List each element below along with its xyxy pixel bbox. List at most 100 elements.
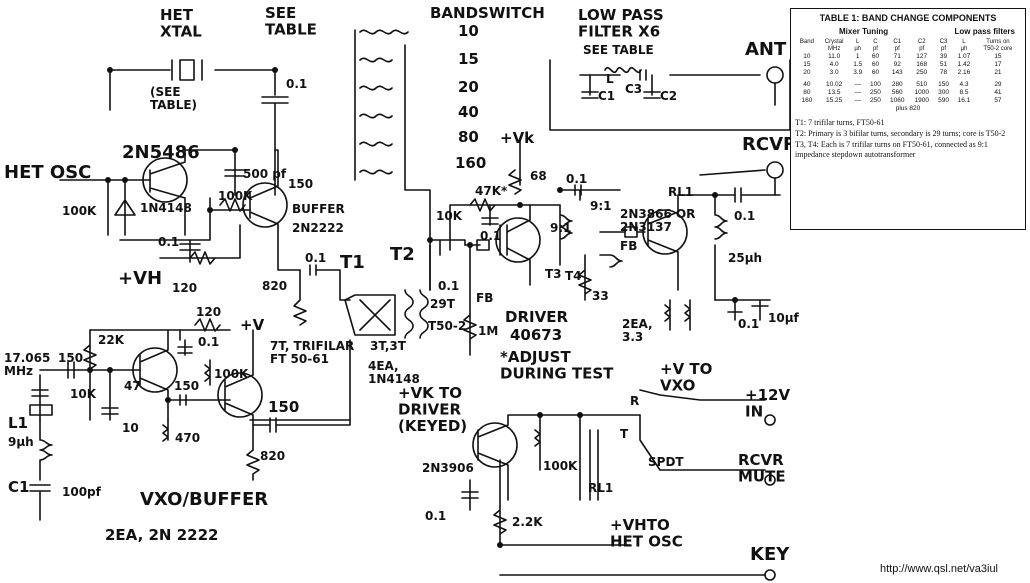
table-cell: 1900	[914, 97, 929, 104]
q-2n3866-symbol	[642, 209, 688, 255]
table-cell: 20	[803, 69, 811, 76]
table-cell: 78	[939, 69, 948, 76]
table-cell: —	[854, 97, 861, 104]
source-credit: http://www.qsl.net/va3iul	[880, 563, 999, 575]
c-150-buf-label: 150	[288, 177, 313, 191]
ant-connector	[766, 66, 784, 84]
table-cell: 510	[916, 81, 928, 88]
fb-pa-label: FB	[620, 239, 637, 253]
table-cell: 560	[891, 89, 903, 96]
table-cell: 13.5	[827, 89, 841, 96]
c-01-pa-label: 0.1	[734, 209, 755, 223]
lpf-c3-label: C3	[625, 82, 642, 96]
t3-label: T3	[545, 267, 562, 281]
ferrite-bead-t2	[476, 239, 490, 251]
c-01-drv-label: 0.1	[480, 229, 501, 243]
band-160-label: 160	[455, 154, 486, 172]
r-100k-buf-label: 100K	[218, 189, 253, 203]
l-25uh-label: 25µh	[728, 251, 762, 265]
buffer-label: BUFFER	[292, 202, 345, 216]
table-cell: 100	[870, 81, 881, 88]
t-contact-label: T	[620, 427, 629, 441]
table-cell: 250	[870, 97, 881, 104]
rcvr-connector	[766, 161, 784, 179]
r-68-label: 68	[530, 169, 547, 183]
q-40673-symbol	[495, 217, 541, 263]
d-4ea-label: 4EA,1N4148	[368, 359, 420, 386]
c-10-label: 10	[122, 421, 139, 435]
q-2n2222-buf-label: 2N2222	[292, 221, 344, 235]
table-cell: 39	[939, 53, 948, 60]
c-01-mid-label: 0.1	[158, 235, 179, 249]
footnote-t3-t4: T3, T4: Each is 7 trifilar turns on FT50…	[795, 140, 988, 159]
driver-section	[449, 139, 623, 301]
vxo-section	[29, 318, 351, 521]
vxo-crystal-symbol	[29, 404, 53, 416]
table-cell: 10	[803, 53, 811, 60]
r-10k-vxo-label: 10K	[70, 387, 97, 401]
group-mixer-tuning: Mixer Tuning	[839, 27, 889, 36]
c-150-out-label: 150	[268, 398, 299, 416]
r-47k-label: 47K*	[475, 184, 508, 198]
c-01-supply-label: 0.1	[738, 317, 759, 331]
table-cell: —	[854, 81, 861, 88]
het-osc-section	[59, 59, 351, 326]
t3-ratio-label: 9:1	[550, 221, 572, 235]
c1-label: C1	[8, 478, 29, 496]
key-terminal	[764, 569, 776, 581]
plus-v-label: +V	[240, 316, 265, 334]
c-01-buf-label: 0.1	[305, 251, 326, 265]
keying-section	[461, 389, 776, 581]
c-500p-label: 500 pf	[243, 167, 287, 181]
see-table-lpf-label: SEE TABLE	[583, 43, 654, 57]
table-cell: 4.3	[959, 81, 969, 88]
q-2n3906-symbol	[472, 422, 518, 468]
table-cell: 57	[994, 97, 1002, 104]
t2-core-label: T50-2	[428, 319, 466, 333]
band-15-label: 15	[458, 50, 479, 68]
fb-t2-label: FB	[476, 291, 493, 305]
t-3t3t-label: 3T,3T	[370, 339, 407, 353]
vk-top-label: +Vk	[500, 129, 535, 147]
table-cell: —	[854, 89, 861, 96]
q-vxo-buffer-symbol	[217, 372, 263, 418]
table-cell: 250	[870, 89, 881, 96]
q-2n5486-label: 2N5486	[122, 142, 200, 163]
table-cell: 3.9	[853, 69, 863, 76]
t2-29t-label: 29T	[430, 297, 456, 311]
table-cell: 16.1	[957, 97, 971, 104]
table-cell: 1060	[890, 97, 905, 104]
table-cell: 150	[938, 81, 949, 88]
q-buffer-symbol	[242, 182, 288, 228]
r-100k-vxo-label: 100K	[214, 367, 249, 381]
r-470-label: 470	[175, 431, 200, 445]
mixer-section	[249, 239, 490, 421]
table-cell: 71	[893, 53, 901, 60]
table-footnotes: T1: 7 trifilar turns, FT50-61 T2: Primar…	[795, 118, 1021, 160]
table-cell: 17	[994, 61, 1002, 68]
group-low-pass: Low pass filters	[954, 27, 1015, 36]
table-cell: 41	[994, 89, 1002, 96]
table-cell: 15	[803, 61, 811, 68]
r-1m-label: 1M	[478, 324, 498, 338]
junction-dots	[87, 67, 738, 548]
table-cell: 1.5	[853, 61, 863, 68]
rcvr-mute-terminal	[764, 474, 776, 486]
